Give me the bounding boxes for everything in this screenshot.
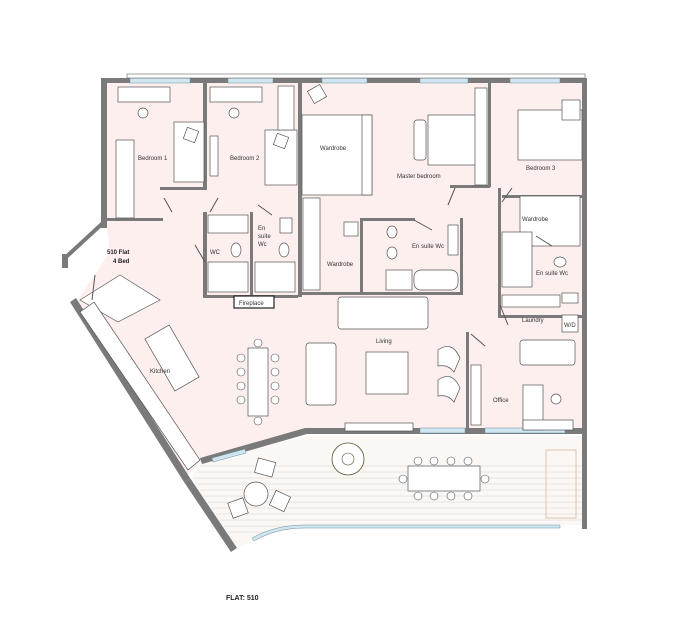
label-ensuite1-line1: En — [258, 226, 265, 232]
label-ensuite3: En suite Wc — [536, 271, 568, 277]
label-ensuite2: En suite Wc — [412, 244, 444, 250]
flat-tag-line1: 510 Flat — [107, 250, 129, 256]
flat-tag-line2: 4 Bed — [113, 259, 130, 265]
label-wardrobe3: Wardrobe — [522, 217, 549, 223]
room-labels: Bedroom 1 Bedroom 2 Wardrobe Master bedr… — [107, 146, 576, 602]
label-bedroom1: Bedroom 1 — [138, 156, 168, 162]
label-wardrobe2: Wardrobe — [327, 262, 354, 268]
label-wc: WC — [210, 250, 221, 256]
walls — [62, 78, 587, 552]
label-master-bedroom: Master bedroom — [397, 174, 441, 180]
label-wardrobe1: Wardrobe — [320, 146, 347, 152]
label-ensuite1-line2: suite — [258, 234, 271, 240]
label-office: Office — [493, 398, 509, 404]
doors — [91, 187, 553, 347]
furniture — [79, 83, 583, 519]
label-living: Living — [376, 339, 392, 345]
balcony — [190, 436, 582, 550]
label-kitchen: Kitchen — [150, 369, 170, 375]
label-fireplace: Fireplace — [239, 301, 264, 307]
flat-caption: FLAT: 510 — [226, 595, 259, 602]
label-laundry: Laundry — [522, 318, 544, 324]
label-bedroom2: Bedroom 2 — [230, 156, 260, 162]
windows — [126, 73, 586, 542]
label-bedroom3: Bedroom 3 — [526, 166, 556, 172]
label-ensuite1-line3: Wc — [258, 242, 267, 248]
label-wd: W/D — [564, 323, 576, 329]
